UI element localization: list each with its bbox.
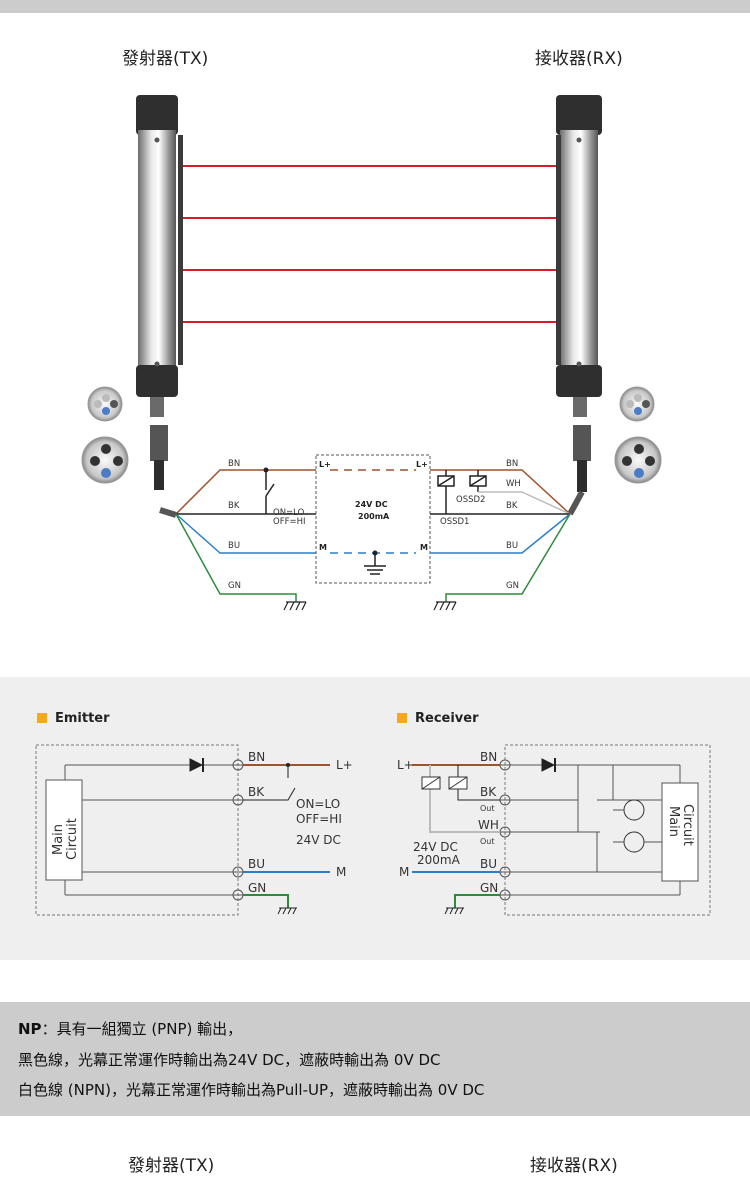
receiver-schematic [412,744,711,916]
rx-bu-label-schem: BU [480,857,497,871]
power-m-left: M [319,543,327,552]
power-voltage-label: 24V DC [355,500,388,509]
tx-connector-small-icon [87,386,123,422]
rx-connector-small-icon [619,386,655,422]
svg-text:Main: Main [51,824,66,855]
em-on-lo: ON=LO [296,797,340,811]
note-line-2: 黑色線，光幕正常運作時輸出為24V DC，遮蔽時輸出為 0V DC [18,1051,441,1069]
rx-gn-label: GN [506,581,519,591]
rx-main-circuit-label: Main Circuit [666,804,695,846]
rx-m-label: M [399,865,409,879]
ossd1-label: OSSD1 [440,517,469,527]
em-bn-label: BN [248,750,265,764]
rx-wh-label-schem: WH [478,818,499,832]
tx-bn-label: BN [228,459,240,469]
rx-out1-label: Out [480,804,495,813]
rx-wires [430,469,585,602]
tx-wires [159,467,316,602]
em-main-circuit-label: Main Circuit [51,818,80,860]
rx-supply-1: 24V DC [413,840,458,854]
svg-text:Circuit: Circuit [65,818,80,860]
tx-gn-label: GN [228,581,241,591]
em-m-label: M [336,865,346,879]
power-lplus-left: L+ [319,460,331,469]
wiring-diagram: BN BK BU GN ON=LO OFF=HI BN WH BK BU GN … [81,95,662,611]
orange-square-icon [37,713,47,723]
power-supply-box [315,454,431,584]
power-current-label: 200mA [358,512,390,521]
em-supply: 24V DC [296,833,341,847]
rx-title: 接收器(RX) [535,49,623,69]
top-bar [0,0,750,13]
tx-title: 發射器(TX) [122,49,209,69]
power-lplus-right: L+ [416,460,428,469]
emitter-heading: Emitter [37,711,110,726]
note-line-1: NP：具有一組獨立 (PNP) 輸出， [18,1020,243,1038]
rx-wh-label: WH [506,479,521,489]
note-line-3: 白色線 (NPN)，光幕正常運作時輸出為Pull-UP，遮蔽時輸出為 0V DC [18,1081,485,1099]
tx-light-curtain [136,95,183,490]
emitter-schematic [35,744,330,916]
output-note: NP：具有一組獨立 (PNP) 輸出， 黑色線，光幕正常運作時輸出為24V DC… [0,1002,750,1116]
rx-bn-label: BN [506,459,518,469]
rx-bn-label-schem: BN [480,750,497,764]
schematic-diagrams: BN BK BU GN L+ M ON=LO OFF=HI 24V DC Mai… [35,744,711,916]
em-bu-label: BU [248,857,265,871]
rx-bk-label: BK [506,501,518,511]
rx-connector-large-icon [614,436,662,484]
rx-out2-label: Out [480,837,495,846]
rx-gn-label-schem: GN [480,881,498,895]
power-internal [330,469,416,575]
em-lplus-label: L+ [336,758,353,772]
rx-bk-label-schem: BK [480,785,497,799]
rx-light-curtain [556,95,602,492]
bottom-tx-title: 發射器(TX) [128,1156,215,1176]
tx-connector-large-icon [81,436,129,484]
em-bk-label: BK [248,785,265,799]
orange-square-icon [397,713,407,723]
power-m-right: M [420,543,428,552]
tx-bu-label: BU [228,541,240,551]
switch-off-label: OFF=HI [273,517,306,527]
rx-bu-label: BU [506,541,518,551]
em-gn-label: GN [248,881,266,895]
receiver-heading: Receiver [397,711,479,726]
rx-lplus-label: L+ [397,758,414,772]
svg-text:Circuit: Circuit [680,804,695,846]
ground-symbols [283,601,457,611]
svg-text:Main: Main [666,806,681,837]
ossd2-label: OSSD2 [456,495,485,505]
switch-on-label: ON=LO [273,508,305,518]
tx-bk-label: BK [228,501,240,511]
schematic-panel [0,677,750,960]
bottom-rx-title: 接收器(RX) [530,1156,618,1176]
em-off-hi: OFF=HI [296,812,342,826]
light-beams [183,165,556,323]
rx-supply-2: 200mA [417,853,461,867]
